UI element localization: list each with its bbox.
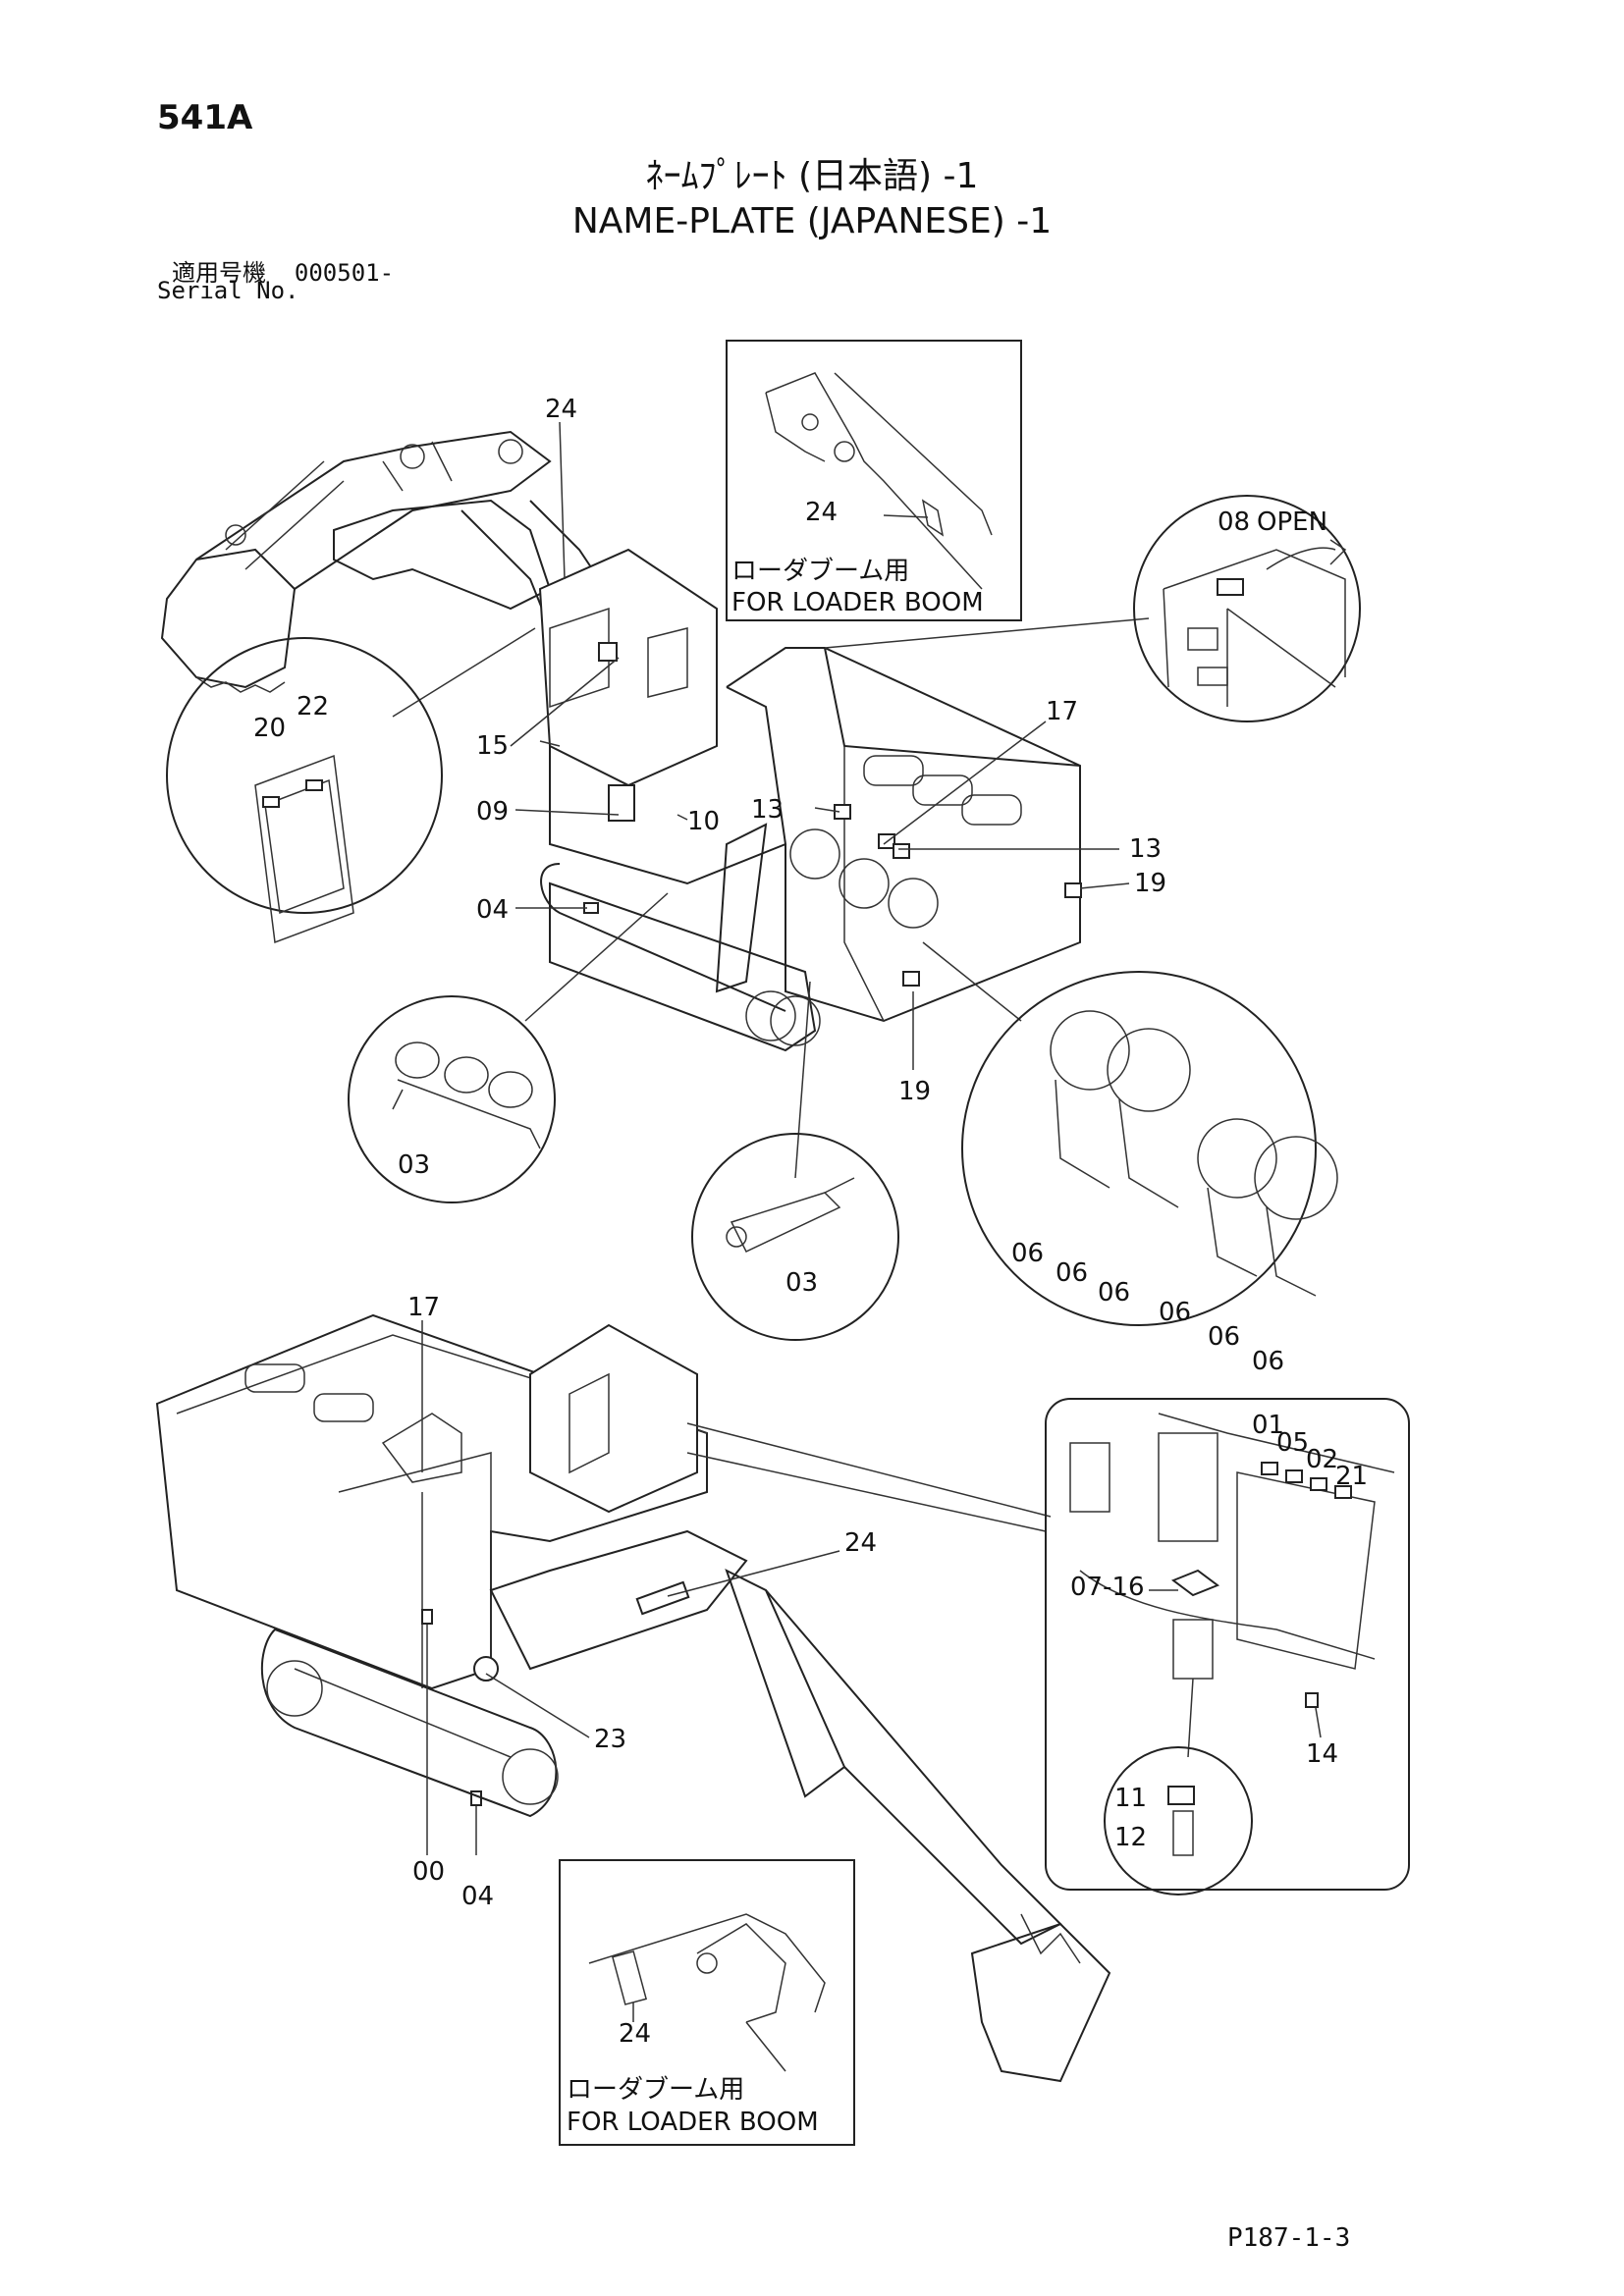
serial-value: 000501-	[294, 259, 395, 287]
callout-06-1: 06	[1011, 1239, 1044, 1268]
page-reference: P187-1-3	[1227, 2223, 1351, 2253]
detail-circle-03-b: 03	[691, 1133, 899, 1341]
detail-circle-20-22: 20 22	[166, 637, 443, 944]
callout-06-3: 06	[1098, 1278, 1130, 1308]
detail-circle-06: 06 06 06 06 06 06	[961, 971, 1338, 1376]
callout-13-b: 13	[1129, 834, 1162, 864]
serial-label-jp: 適用号機	[172, 259, 266, 287]
callout-04-bottom: 04	[461, 1882, 494, 1911]
top-machine-drawing	[160, 430, 1082, 1052]
callout-19-a: 19	[1134, 869, 1166, 898]
title-english: NAME-PLATE (JAPANESE) -1	[571, 201, 1053, 241]
detail-circle-03-a: 03	[348, 995, 556, 1203]
callout-23: 23	[594, 1725, 626, 1754]
callout-14: 14	[1306, 1739, 1338, 1769]
top-leader-lines	[392, 421, 1150, 1179]
callout-24-box: 24	[619, 2019, 651, 2049]
callout-24: 24	[805, 498, 838, 527]
callout-17-bottom: 17	[407, 1293, 440, 1322]
callout-05: 05	[1276, 1428, 1309, 1458]
serial-label-en: Serial No.	[157, 277, 299, 304]
callout-06-5: 06	[1208, 1322, 1240, 1352]
callout-09: 09	[476, 797, 509, 827]
callout-08: 08	[1218, 507, 1250, 537]
callout-06-6: 06	[1252, 1347, 1284, 1376]
callout-03: 03	[398, 1150, 430, 1180]
callout-15: 15	[476, 731, 509, 761]
loader-box-bottom-label-en: FOR LOADER BOOM	[567, 2108, 819, 2137]
serial-line-jp: 適用号機 000501-	[172, 253, 394, 288]
callout-17-top: 17	[1046, 697, 1078, 726]
page-code: 541A	[157, 98, 253, 137]
callout-19-b: 19	[898, 1077, 931, 1106]
callout-24-top: 24	[545, 395, 577, 424]
callout-04-top: 04	[476, 895, 509, 925]
callout-21: 21	[1335, 1462, 1368, 1491]
cab-interior-box: 01 05 02 21 07-16 14 11 12	[1045, 1398, 1410, 1896]
callout-03b: 03	[785, 1268, 818, 1298]
title-japanese: ﾈｰﾑﾌﾟﾚｰﾄ (日本語) -1	[645, 156, 979, 196]
loader-box-bottom-label-jp: ローダブーム用	[567, 2075, 744, 2105]
callout-01: 01	[1252, 1411, 1284, 1440]
callout-10: 10	[687, 807, 720, 836]
loader-boom-box-top: 24 ローダブーム用 FOR LOADER BOOM	[726, 340, 1022, 621]
callout-13-a: 13	[751, 795, 784, 825]
callout-06-2: 06	[1056, 1258, 1088, 1288]
open-detail-circle: 08 OPEN	[1133, 495, 1361, 722]
bottom-machine-drawing	[155, 1313, 1111, 2083]
callout-22: 22	[297, 692, 329, 721]
nameplate-15	[598, 642, 618, 662]
open-label: OPEN	[1257, 507, 1327, 537]
loader-box-label-en: FOR LOADER BOOM	[731, 588, 984, 617]
callout-00: 00	[412, 1857, 445, 1887]
callout-24-bottom: 24	[844, 1528, 877, 1558]
callout-20: 20	[253, 714, 286, 743]
callout-12: 12	[1114, 1823, 1147, 1852]
callout-07-16: 07-16	[1070, 1573, 1145, 1602]
loader-box-label-jp: ローダブーム用	[731, 557, 909, 586]
callout-06-4: 06	[1159, 1298, 1191, 1327]
callout-11: 11	[1114, 1784, 1147, 1813]
bottom-callouts: 17 24 23 00 04	[407, 1293, 1052, 1911]
callout-02: 02	[1306, 1445, 1338, 1474]
loader-boom-box-bottom: 24 ローダブーム用 FOR LOADER BOOM	[559, 1859, 855, 2146]
top-callouts: 24 15 09 10 13 04 17 13 19 19	[476, 395, 1166, 1106]
